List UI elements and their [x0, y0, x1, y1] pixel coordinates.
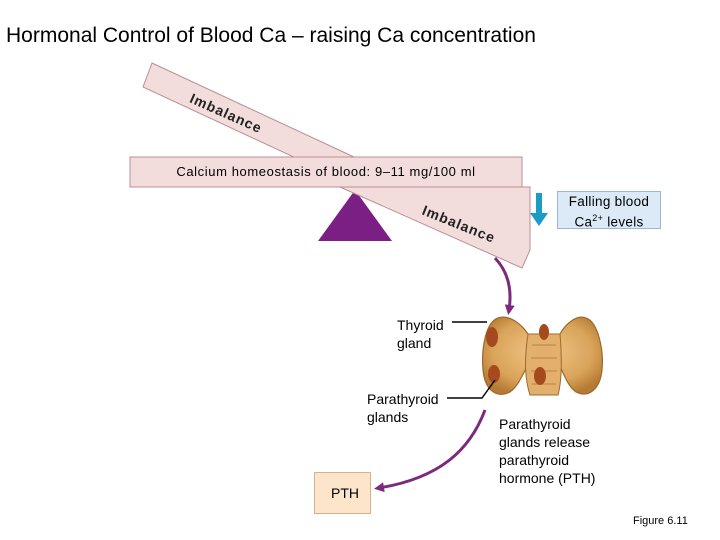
- calcium-charge: 2+: [592, 213, 604, 223]
- calcium-symbol: Ca: [574, 214, 593, 230]
- figure-reference: Figure 6.11: [633, 515, 688, 527]
- parathyroid-gland-upper-right: [539, 324, 549, 340]
- fulcrum-triangle: [318, 190, 392, 241]
- balance-beam: [129, 156, 523, 188]
- parathyroid-gland-upper-left: [486, 327, 498, 347]
- falling-calcium-box: Falling blood Ca2+ levels: [557, 191, 661, 231]
- thyroid-gland-illustration: [481, 316, 603, 396]
- pathway-arrow-to-pth: [374, 409, 487, 493]
- release-label-line1: Parathyroid: [499, 416, 571, 432]
- thyroid-label-line1: Thyroid: [397, 317, 444, 333]
- thyroid-label-line2: gland: [397, 335, 432, 351]
- pth-label: PTH: [331, 485, 359, 501]
- pth-box: PTH: [314, 472, 371, 514]
- parathyroid-leader-line: [447, 379, 496, 399]
- falling-calcium-line1: Falling blood: [568, 194, 650, 209]
- parathyroid-label-line2: glands: [367, 409, 409, 425]
- pathway-arrow-to-thyroid: [493, 256, 515, 315]
- release-label-line4: hormone (PTH): [499, 470, 596, 486]
- thyroid-gland-label: Thyroid gland: [397, 316, 444, 352]
- falling-calcium-line2: Ca2+ levels: [561, 210, 657, 231]
- pth-release-label: Parathyroid glands release parathyroid h…: [499, 415, 595, 487]
- parathyroid-gland-lower-right: [534, 367, 546, 385]
- levels-text: levels: [603, 214, 644, 230]
- release-label-line3: parathyroid: [499, 452, 570, 468]
- page-title: Hormonal Control of Blood Ca – raising C…: [6, 24, 536, 47]
- parathyroid-label-line1: Parathyroid: [367, 391, 439, 407]
- release-label-line2: glands release: [499, 434, 591, 450]
- falling-arrow: [530, 193, 548, 226]
- beam-label: Calcium homeostasis of blood: 9–11 mg/10…: [176, 164, 476, 179]
- parathyroid-glands-label: Parathyroid glands: [367, 390, 439, 426]
- parathyroid-gland-lower-left: [488, 365, 500, 383]
